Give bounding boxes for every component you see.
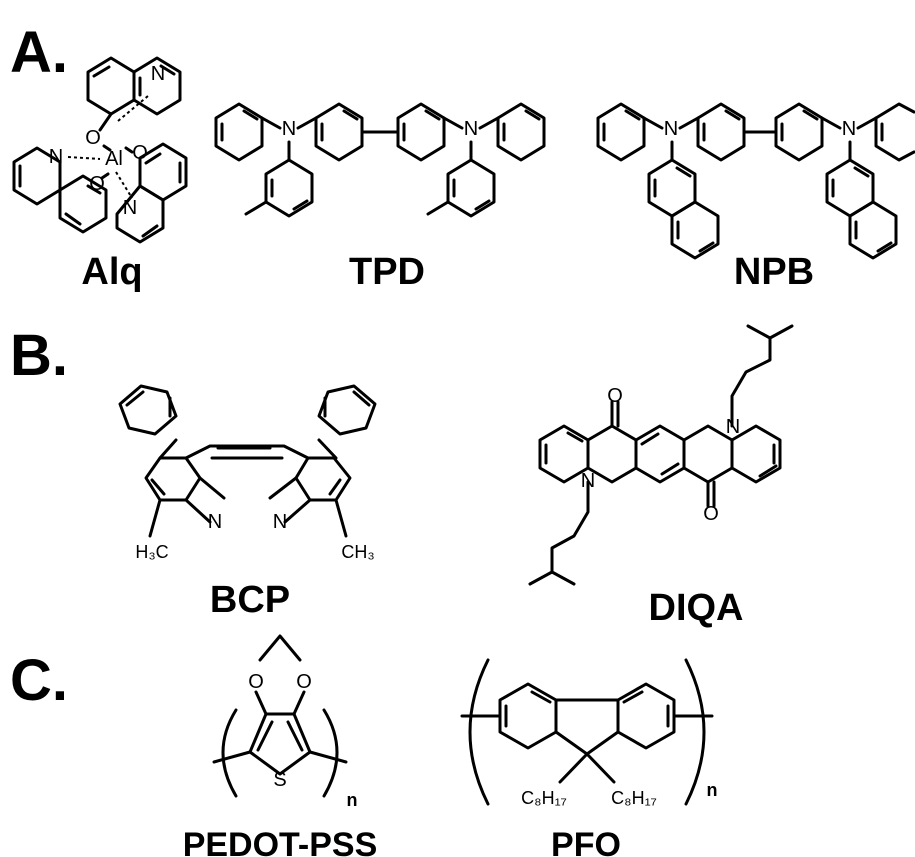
pedot-sulfur: S	[273, 769, 286, 791]
pfo-octyl-right: C₈H₁₇	[611, 788, 657, 808]
tpd-nitrogen-left: N	[282, 118, 296, 140]
bcp-structure: N N H₃C CH₃	[118, 384, 377, 562]
npb-structure: N N	[596, 102, 915, 260]
section-label-c: C.	[10, 648, 68, 713]
pedot-repeat-subscript: n	[347, 790, 358, 810]
npb-nitrogen-right: N	[842, 118, 856, 140]
bcp-nitrogen-right: N	[273, 511, 287, 533]
alq-aluminum: Al	[105, 148, 123, 170]
bcp-methyl-left: H₃C	[135, 542, 168, 562]
pedot-oxygen-right: O	[296, 671, 312, 693]
pedot-caption: PEDOT-PSS	[183, 826, 378, 857]
pfo-structure: C₈H₁₇ C₈H₁₇ n	[460, 658, 718, 808]
alq-oxygen-bottom: O	[89, 173, 105, 195]
pedot-structure: O O S n	[212, 634, 358, 810]
diqa-caption: DIQA	[649, 587, 744, 629]
section-label-a: A.	[10, 20, 68, 85]
tpd-structure: N N	[214, 102, 546, 218]
pfo-octyl-left: C₈H₁₇	[521, 788, 567, 808]
npb-nitrogen-left: N	[664, 118, 678, 140]
pfo-caption: PFO	[551, 826, 621, 857]
pfo-repeat-subscript: n	[707, 780, 718, 800]
tpd-nitrogen-right: N	[464, 118, 478, 140]
diqa-nitrogen-top: N	[726, 416, 740, 438]
diqa-oxygen-bottom: O	[703, 503, 719, 525]
alq-caption: Alq	[81, 251, 142, 293]
alq-oxygen-top: O	[85, 127, 101, 149]
alq-nitrogen-left: N	[49, 146, 63, 168]
npb-caption: NPB	[734, 251, 814, 293]
bcp-caption: BCP	[210, 579, 290, 621]
section-label-b: B.	[10, 323, 68, 388]
diqa-oxygen-top: O	[607, 385, 623, 407]
pedot-oxygen-left: O	[248, 671, 264, 693]
diqa-structure: O O N N	[528, 324, 794, 586]
alq-oxygen-right: O	[132, 142, 148, 164]
tpd-caption: TPD	[349, 251, 425, 293]
bcp-nitrogen-left: N	[208, 511, 222, 533]
bcp-methyl-right: CH₃	[341, 542, 374, 562]
alq-nitrogen-bottom: N	[123, 197, 137, 219]
alq-nitrogen-top: N	[151, 63, 165, 85]
diqa-nitrogen-bottom: N	[581, 470, 595, 492]
alq-structure: O N N Al O O N	[12, 56, 188, 244]
